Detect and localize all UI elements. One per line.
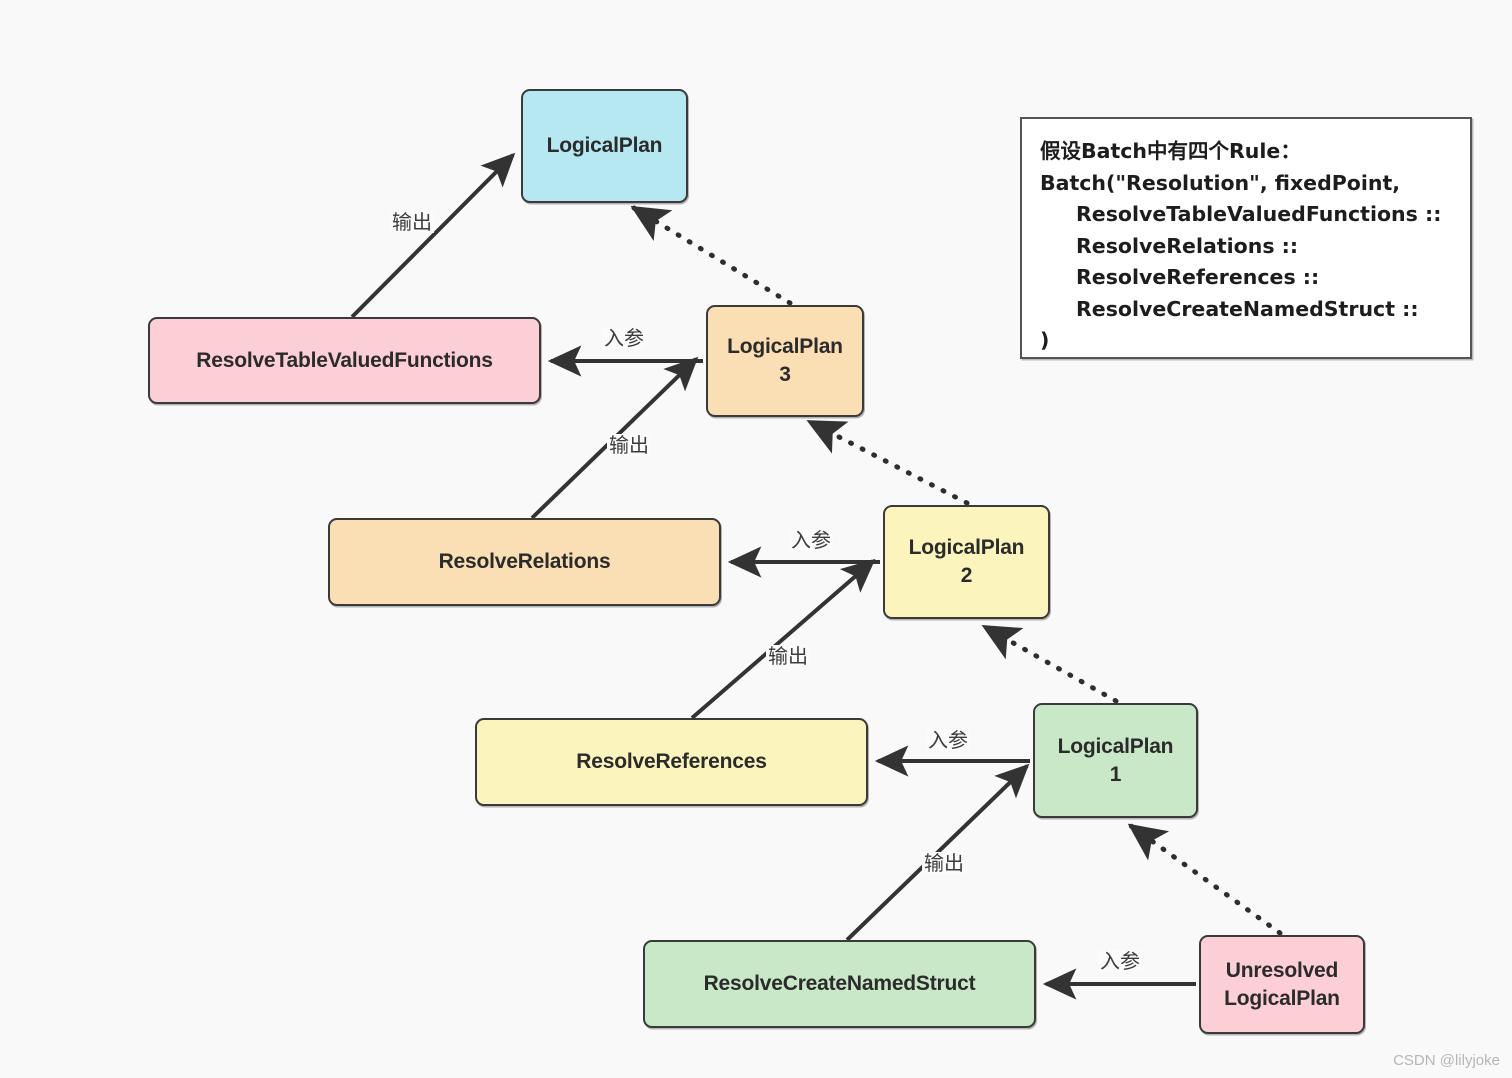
node-label: LogicalPlan 3 [727,335,843,386]
node-resolve-create-named-struct[interactable]: ResolveCreateNamedStruct [643,940,1036,1028]
node-label: ResolveRelations [438,550,611,574]
node-label: ResolveTableValuedFunctions [196,348,493,372]
node-label: LogicalPlan [546,134,663,158]
legend-line-3: ResolveRelations :: [1076,233,1299,258]
node-resolve-relations[interactable]: ResolveRelations [328,518,721,606]
watermark: CSDN @lilyjoke [1393,1052,1500,1069]
node-logicalplan-1[interactable]: LogicalPlan 1 [1033,703,1198,818]
edge-label-output-1: 输出 [390,210,434,234]
edge-lp3-to-logicalplan-dotted [630,205,793,306]
node-logicalplan-2[interactable]: LogicalPlan 2 [883,505,1050,619]
edge-ulp-to-lp1-dotted [1127,823,1283,936]
edge-label-output-3: 输出 [766,644,810,668]
node-resolve-table-valued-functions[interactable]: ResolveTableValuedFunctions [148,317,541,404]
node-logicalplan-3[interactable]: LogicalPlan 3 [706,305,864,417]
edge-lp2-to-lp3-dotted [806,419,970,506]
legend-line-0: 假设Batch中有四个Rule： [1040,139,1301,163]
legend-line-5: ResolveCreateNamedStruct :: [1076,296,1419,321]
node-logicalplan-final[interactable]: LogicalPlan [521,89,688,203]
node-resolve-references[interactable]: ResolveReferences [475,718,868,806]
legend-line-6: ) [1040,328,1050,352]
edge-label-input-3: 入参 [926,728,970,752]
edge-label-input-1: 入参 [602,326,646,350]
node-unresolved-logicalplan[interactable]: Unresolved LogicalPlan [1199,935,1365,1034]
edge-label-output-2: 输出 [607,433,651,457]
legend-line-1: Batch("Resolution", fixedPoint, [1040,170,1401,195]
node-label: LogicalPlan 1 [1057,734,1174,786]
legend-box: 假设Batch中有四个Rule： Batch("Resolution", fix… [1020,117,1472,359]
legend-line-2: ResolveTableValuedFunctions :: [1076,202,1442,226]
legend-line-4: ResolveReferences :: [1076,265,1320,289]
edge-label-input-2: 入参 [789,528,833,552]
node-label: LogicalPlan 2 [908,536,1025,587]
edge-label-output-4: 输出 [922,851,966,875]
node-label: Unresolved LogicalPlan [1224,958,1340,1010]
edge-label-input-4: 入参 [1098,949,1142,973]
edge-lp1-to-lp2-dotted [981,624,1119,704]
node-label: ResolveReferences [576,750,767,774]
edge-rtvf-to-logicalplan [350,152,516,319]
node-label: ResolveCreateNamedStruct [703,972,976,996]
